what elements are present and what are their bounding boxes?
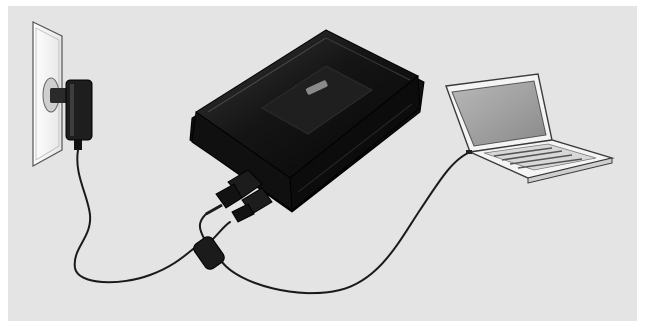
connection-illustration [0, 0, 645, 327]
connection-diagram [0, 0, 645, 327]
